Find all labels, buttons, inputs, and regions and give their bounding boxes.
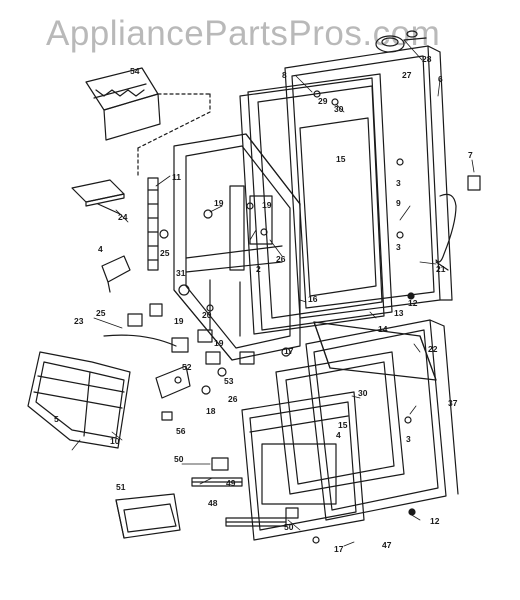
callout-number: 25 bbox=[96, 308, 106, 318]
callout-number: 14 bbox=[378, 324, 388, 334]
callout-number: 50 bbox=[284, 522, 294, 532]
door-shelf-bars bbox=[191, 457, 299, 527]
callout-number: 17 bbox=[334, 544, 344, 554]
hinge-assembly bbox=[155, 365, 227, 421]
callout-number: 56 bbox=[176, 426, 186, 436]
callout-number: 12 bbox=[430, 516, 440, 526]
callout-number: 52 bbox=[182, 362, 192, 372]
callout-number: 47 bbox=[382, 540, 392, 550]
door-hinge-cap bbox=[375, 30, 427, 53]
door-bin bbox=[115, 493, 181, 539]
callout-number: 3 bbox=[396, 242, 401, 252]
callout-number: 6 bbox=[438, 74, 443, 84]
callout-number: 29 bbox=[318, 96, 328, 106]
door-stop-parts bbox=[103, 303, 291, 365]
shelf-rail bbox=[137, 147, 159, 271]
callout-number: 19 bbox=[262, 200, 272, 210]
callout-number: 4 bbox=[336, 430, 341, 440]
callout-number: 10 bbox=[110, 436, 120, 446]
upper-door-rail bbox=[313, 321, 437, 381]
callout-number: 50 bbox=[174, 454, 184, 464]
callout-number: 9 bbox=[396, 198, 401, 208]
cabinet-controls bbox=[178, 202, 268, 312]
callout-number: 8 bbox=[282, 70, 287, 80]
callout-number: 19 bbox=[174, 316, 184, 326]
callout-number: 19 bbox=[214, 198, 224, 208]
callout-number: 5 bbox=[54, 414, 59, 424]
callout-number: 48 bbox=[208, 498, 218, 508]
callout-number: 3 bbox=[406, 434, 411, 444]
small-shelf-tray bbox=[71, 179, 125, 215]
callout-number: 20 bbox=[202, 310, 212, 320]
callout-number: 19 bbox=[214, 338, 224, 348]
crisper-cover bbox=[85, 67, 211, 149]
callout-number: 37 bbox=[448, 398, 458, 408]
freezer-door-gasket bbox=[239, 77, 385, 335]
callout-number: 27 bbox=[402, 70, 412, 80]
callout-number: 25 bbox=[160, 248, 170, 258]
callout-number: 26 bbox=[228, 394, 238, 404]
callout-number: 4 bbox=[98, 244, 103, 254]
callout-number: 16 bbox=[308, 294, 318, 304]
callout-number: 12 bbox=[408, 298, 418, 308]
callout-number: 2 bbox=[256, 264, 261, 274]
callout-number: 11 bbox=[172, 172, 181, 182]
cabinet-liner bbox=[173, 133, 301, 361]
callout-number: 51 bbox=[116, 482, 126, 492]
callout-number: 21 bbox=[436, 264, 446, 274]
crisper-drawer-front bbox=[27, 351, 131, 449]
callout-number: 17 bbox=[284, 346, 294, 356]
freezer-door-inner-liner bbox=[247, 73, 393, 331]
freezer-door-hardware bbox=[313, 90, 481, 300]
freezer-door-outer-panel bbox=[284, 45, 453, 319]
callout-number: 28 bbox=[422, 54, 432, 64]
callout-number: 26 bbox=[276, 254, 286, 264]
callout-number: 3 bbox=[396, 178, 401, 188]
fresh-food-door-gasket bbox=[275, 351, 405, 495]
callout-number: 30 bbox=[334, 104, 344, 114]
watermark-text: AppliancePartsPros.com bbox=[46, 14, 441, 53]
callout-number: 30 bbox=[358, 388, 368, 398]
callout-number: 24 bbox=[118, 212, 128, 222]
callout-number: 18 bbox=[206, 406, 216, 416]
callout-number: 15 bbox=[338, 420, 348, 430]
leader-lines bbox=[71, 39, 475, 547]
fresh-food-door-outer bbox=[305, 319, 459, 521]
callout-number: 49 bbox=[226, 478, 236, 488]
callout-number: 54 bbox=[130, 66, 140, 76]
callout-number: 22 bbox=[428, 344, 438, 354]
callout-number: 13 bbox=[394, 308, 404, 318]
fresh-food-door-liner bbox=[241, 391, 416, 544]
callout-number: 31 bbox=[176, 268, 186, 278]
shelf-support-bracket bbox=[101, 229, 169, 293]
callout-number: 23 bbox=[74, 316, 84, 326]
callout-number: 15 bbox=[336, 154, 346, 164]
callout-number: 53 bbox=[224, 376, 234, 386]
callout-number: 7 bbox=[468, 150, 473, 160]
